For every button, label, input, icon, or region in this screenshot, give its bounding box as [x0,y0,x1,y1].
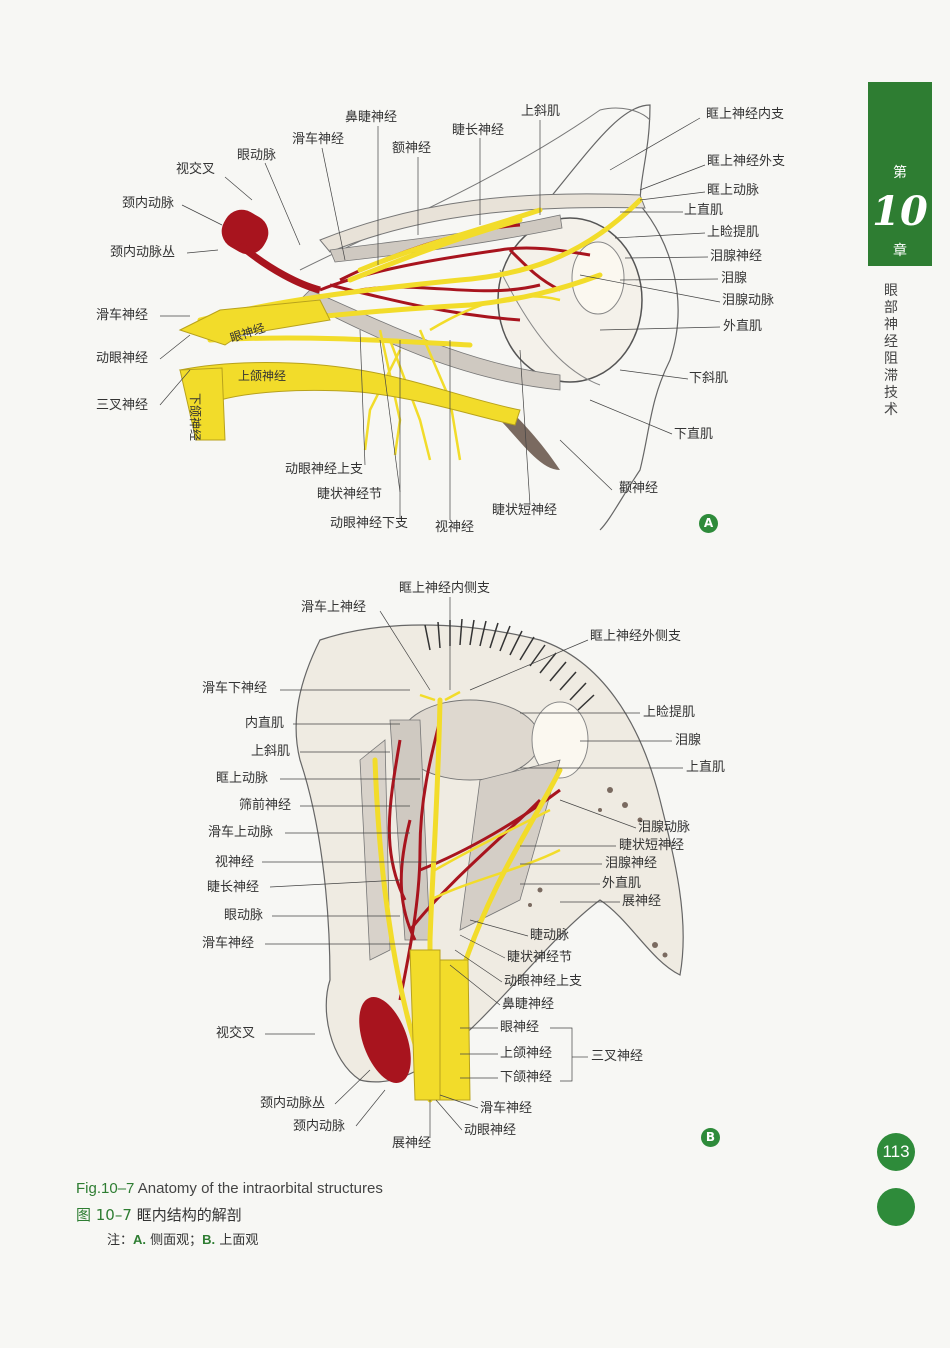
label-a-oculomotor-superior: 动眼神经上支 [285,462,364,477]
label-b-ophthalmic-artery: 眼动脉 [224,908,264,923]
label-a-inner-maxillary: 上颌神经 [238,369,287,383]
label-b-abducens: 展神经 [622,894,662,909]
page-marker-dot [877,1188,915,1226]
label-b-lacrimal-artery: 泪腺动脉 [638,820,691,835]
chapter-title: 眼部神经阻滞技术 [884,283,898,418]
note-b-text: 上面观 [219,1233,259,1248]
label-b-supraorbital-artery: 眶上动脉 [216,771,269,786]
label-b-lacrimal-nerve: 泪腺神经 [605,856,658,871]
label-b-ica: 颈内动脉 [293,1119,346,1134]
label-b-long-ciliary: 睫长神经 [207,880,260,895]
label-b-ciliary-artery: 睫动脉 [530,928,570,943]
label-a-inferior-rectus: 下直肌 [674,427,714,442]
chapter-tab: 第 10 章 [868,82,932,266]
label-b-optic-chiasm: 视交叉 [216,1026,256,1041]
label-a-ica-plexus: 颈内动脉丛 [110,245,176,260]
label-b-optic-nerve: 视神经 [215,855,255,870]
label-b-oculomotor-bottom: 动眼神经 [464,1123,517,1138]
label-b-levator: 上睑提肌 [643,705,696,720]
label-a-levator: 上睑提肌 [707,225,760,240]
chapter-suffix: 章 [893,243,907,259]
label-a-oculomotor-nerve: 动眼神经 [96,351,149,366]
label-b-short-ciliary: 睫状短神经 [619,838,685,853]
label-b-infratrochlear: 滑车下神经 [202,681,268,696]
label-a-trochlear-nerve: 滑车神经 [96,308,149,323]
label-a-lateral-rectus: 外直肌 [723,319,763,334]
label-a-ica: 颈内动脉 [122,196,175,211]
label-b-ciliary-ganglion: 睫状神经节 [507,950,573,965]
label-a-lacrimal-gland: 泪腺 [721,271,748,286]
caption-cn-text: 眶内结构的解剖 [136,1206,242,1224]
label-a-inferior-oblique: 下斜肌 [689,371,729,386]
label-a-trigeminal-nerve: 三叉神经 [96,398,149,413]
label-a-optic-nerve: 视神经 [435,520,475,535]
figure-a-badge: A [699,514,718,533]
caption-cn-number: 图 10–7 [76,1206,132,1224]
label-b-supratrochlear: 滑车上神经 [301,600,367,615]
label-a-superior-rectus: 上直肌 [684,203,724,218]
label-b-mandibular-nerve: 下颌神经 [500,1070,553,1085]
caption-en-number: Fig.10–7 [76,1180,135,1197]
caption-en-text: Anatomy of the intraorbital structures [137,1180,383,1197]
label-b-abducens-bottom: 展神经 [392,1136,432,1151]
page-number: 113 [877,1133,915,1171]
label-a-superior-oblique: 上斜肌 [521,104,561,119]
chapter-number: 10 [872,188,928,235]
caption-english: Fig.10–7 Anatomy of the intraorbital str… [76,1180,383,1197]
label-b-superior-oblique: 上斜肌 [251,744,291,759]
label-a-oculomotor-inferior: 动眼神经下支 [330,516,409,531]
chapter-prefix: 第 [893,165,907,181]
caption-chinese: 图 10–7 眶内结构的解剖 [76,1204,242,1225]
label-b-medial-rectus: 内直肌 [245,716,285,731]
figure-b-badge: B [701,1128,720,1147]
label-b-ant-ethmoidal: 筛前神经 [239,798,292,813]
label-a-nasociliary-nerve: 鼻睫神经 [345,110,398,125]
label-a-lacrimal-nerve: 泪腺神经 [710,249,763,264]
note-a-key: A. [133,1232,147,1247]
label-b-nasociliary: 鼻睫神经 [502,997,555,1012]
label-b-ophthalmic-nerve: 眼神经 [500,1020,540,1035]
label-b-trigeminal: 三叉神经 [591,1049,644,1064]
note-a-text: 侧面观； [150,1233,203,1248]
label-b-trochlear: 滑车神经 [202,936,255,951]
label-a-zygomatic-nerve: 颧神经 [619,481,659,496]
label-a-long-ciliary-nerve: 睫长神经 [452,123,505,138]
label-b-lateral-rectus: 外直肌 [602,876,642,891]
label-b-superior-rectus: 上直肌 [686,760,726,775]
note-prefix: 注： [107,1233,134,1248]
label-b-supraorbital-medial: 眶上神经内侧支 [399,581,491,596]
caption-note: 注：A. 侧面观；B. 上面观 [107,1229,258,1248]
note-b-key: B. [202,1232,216,1247]
label-b-trochlear-bottom: 滑车神经 [480,1101,533,1116]
label-a-trochlear-nerve-top: 滑车神经 [292,132,345,147]
label-a-optic-chiasm: 视交叉 [176,162,216,177]
label-a-supraorbital-artery: 眶上动脉 [707,183,760,198]
label-a-frontal-nerve: 额神经 [392,141,432,156]
label-b-supraorbital-lateral: 眶上神经外侧支 [590,629,682,644]
figure-b-ica [359,997,411,1083]
label-a-supraorbital-lateral: 眶上神经外支 [707,154,786,169]
label-a-inner-mandibular: 下颌神经 [188,393,202,442]
label-a-supraorbital-medial: 眶上神经内支 [706,107,785,122]
label-a-short-ciliary-nerve: 睫状短神经 [492,503,558,518]
label-a-ciliary-ganglion: 睫状神经节 [317,487,383,502]
figure-a-ica [221,209,321,294]
label-b-ica-plexus: 颈内动脉丛 [260,1096,326,1111]
label-b-supratrochlear-artery: 滑车上动脉 [208,825,274,840]
label-a-ophthalmic-artery: 眼动脉 [237,148,277,163]
label-b-maxillary-nerve: 上颌神经 [500,1046,553,1061]
label-b-oculomotor-superior: 动眼神经上支 [504,974,583,989]
label-b-lacrimal-gland: 泪腺 [675,733,702,748]
label-a-lacrimal-artery: 泪腺动脉 [722,293,775,308]
